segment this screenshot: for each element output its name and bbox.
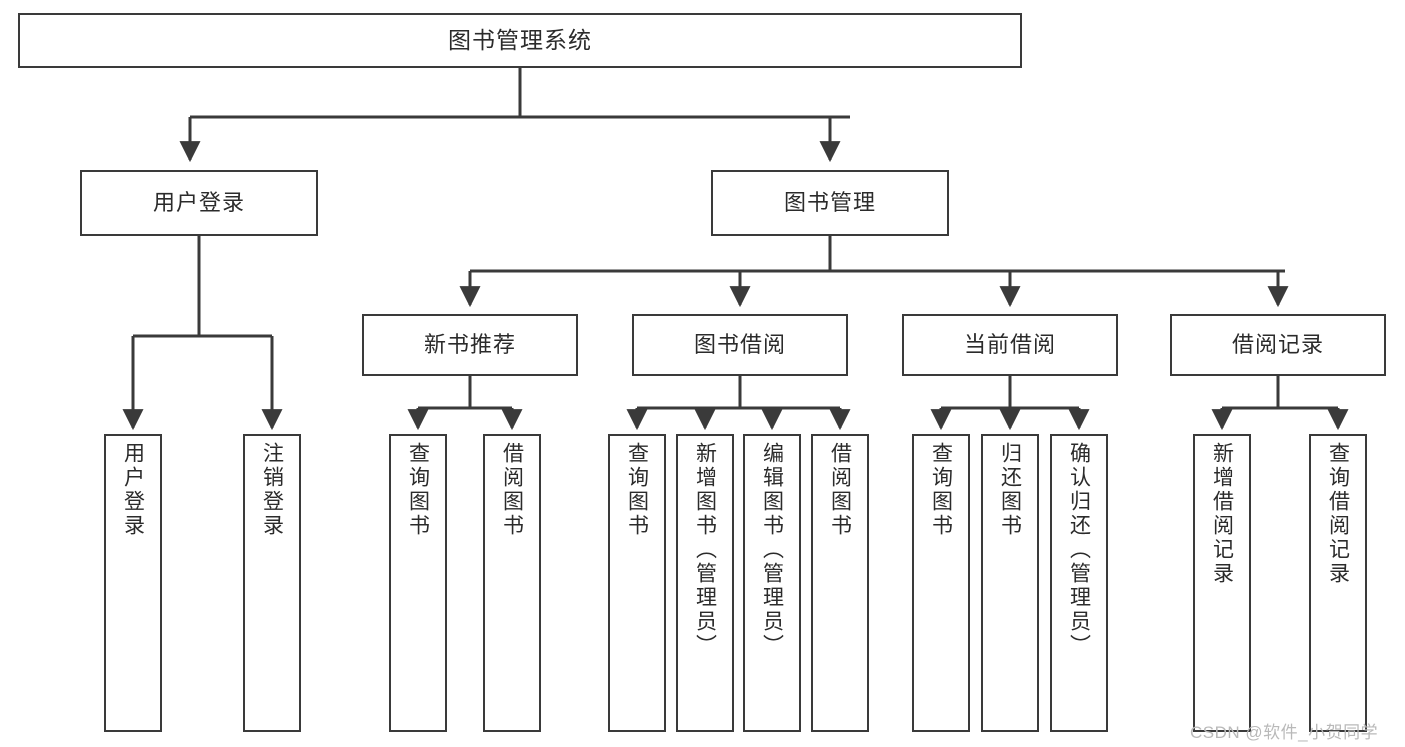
node-leaf-confirm-return-label: 确认归还（管理员） xyxy=(1067,442,1091,658)
node-leaf-return-book[interactable]: 归还图书 xyxy=(981,434,1039,732)
node-root-label: 图书管理系统 xyxy=(448,27,592,54)
node-leaf-return-book-label: 归还图书 xyxy=(998,442,1022,538)
node-user-login-label: 用户登录 xyxy=(152,190,245,216)
node-current-borrow-label: 当前借阅 xyxy=(963,332,1056,358)
csdn-watermark: CSDN @软件_小贺同学 xyxy=(1190,718,1378,743)
node-borrow-record-label: 借阅记录 xyxy=(1231,332,1324,358)
node-book-manage[interactable]: 图书管理 xyxy=(711,170,949,236)
node-leaf-query-record[interactable]: 查询借阅记录 xyxy=(1309,434,1367,732)
node-leaf-query-book-1-label: 查询图书 xyxy=(406,442,430,538)
node-leaf-add-record-label: 新增借阅记录 xyxy=(1210,442,1234,586)
node-book-manage-label: 图书管理 xyxy=(783,190,876,216)
node-current-borrow[interactable]: 当前借阅 xyxy=(902,314,1118,376)
node-leaf-user-logout[interactable]: 注销登录 xyxy=(243,434,301,732)
node-leaf-add-book[interactable]: 新增图书（管理员） xyxy=(676,434,734,732)
node-leaf-confirm-return[interactable]: 确认归还（管理员） xyxy=(1050,434,1108,732)
node-book-borrow[interactable]: 图书借阅 xyxy=(632,314,848,376)
node-new-book-rec[interactable]: 新书推荐 xyxy=(362,314,578,376)
node-leaf-query-book-3-label: 查询图书 xyxy=(929,442,953,538)
node-leaf-borrow-book-1[interactable]: 借阅图书 xyxy=(483,434,541,732)
node-leaf-query-record-label: 查询借阅记录 xyxy=(1326,442,1350,586)
node-leaf-user-logout-label: 注销登录 xyxy=(260,442,284,538)
node-leaf-add-book-label: 新增图书（管理员） xyxy=(693,442,717,658)
node-leaf-query-book-2-label: 查询图书 xyxy=(625,442,649,538)
node-leaf-borrow-book-2-label: 借阅图书 xyxy=(828,442,852,538)
node-leaf-borrow-book-2[interactable]: 借阅图书 xyxy=(811,434,869,732)
node-leaf-query-book-2[interactable]: 查询图书 xyxy=(608,434,666,732)
node-borrow-record[interactable]: 借阅记录 xyxy=(1170,314,1386,376)
node-new-book-rec-label: 新书推荐 xyxy=(423,332,516,358)
node-root[interactable]: 图书管理系统 xyxy=(18,13,1022,68)
node-leaf-query-book-3[interactable]: 查询图书 xyxy=(912,434,970,732)
node-leaf-edit-book[interactable]: 编辑图书（管理员） xyxy=(743,434,801,732)
node-leaf-user-login-label: 用户登录 xyxy=(121,442,145,538)
node-book-borrow-label: 图书借阅 xyxy=(693,332,786,358)
node-leaf-user-login[interactable]: 用户登录 xyxy=(104,434,162,732)
node-leaf-add-record[interactable]: 新增借阅记录 xyxy=(1193,434,1251,732)
node-user-login[interactable]: 用户登录 xyxy=(80,170,318,236)
csdn-watermark-text: CSDN @软件_小贺同学 xyxy=(1190,723,1379,742)
node-leaf-query-book-1[interactable]: 查询图书 xyxy=(389,434,447,732)
node-leaf-borrow-book-1-label: 借阅图书 xyxy=(500,442,524,538)
node-leaf-edit-book-label: 编辑图书（管理员） xyxy=(760,442,784,658)
